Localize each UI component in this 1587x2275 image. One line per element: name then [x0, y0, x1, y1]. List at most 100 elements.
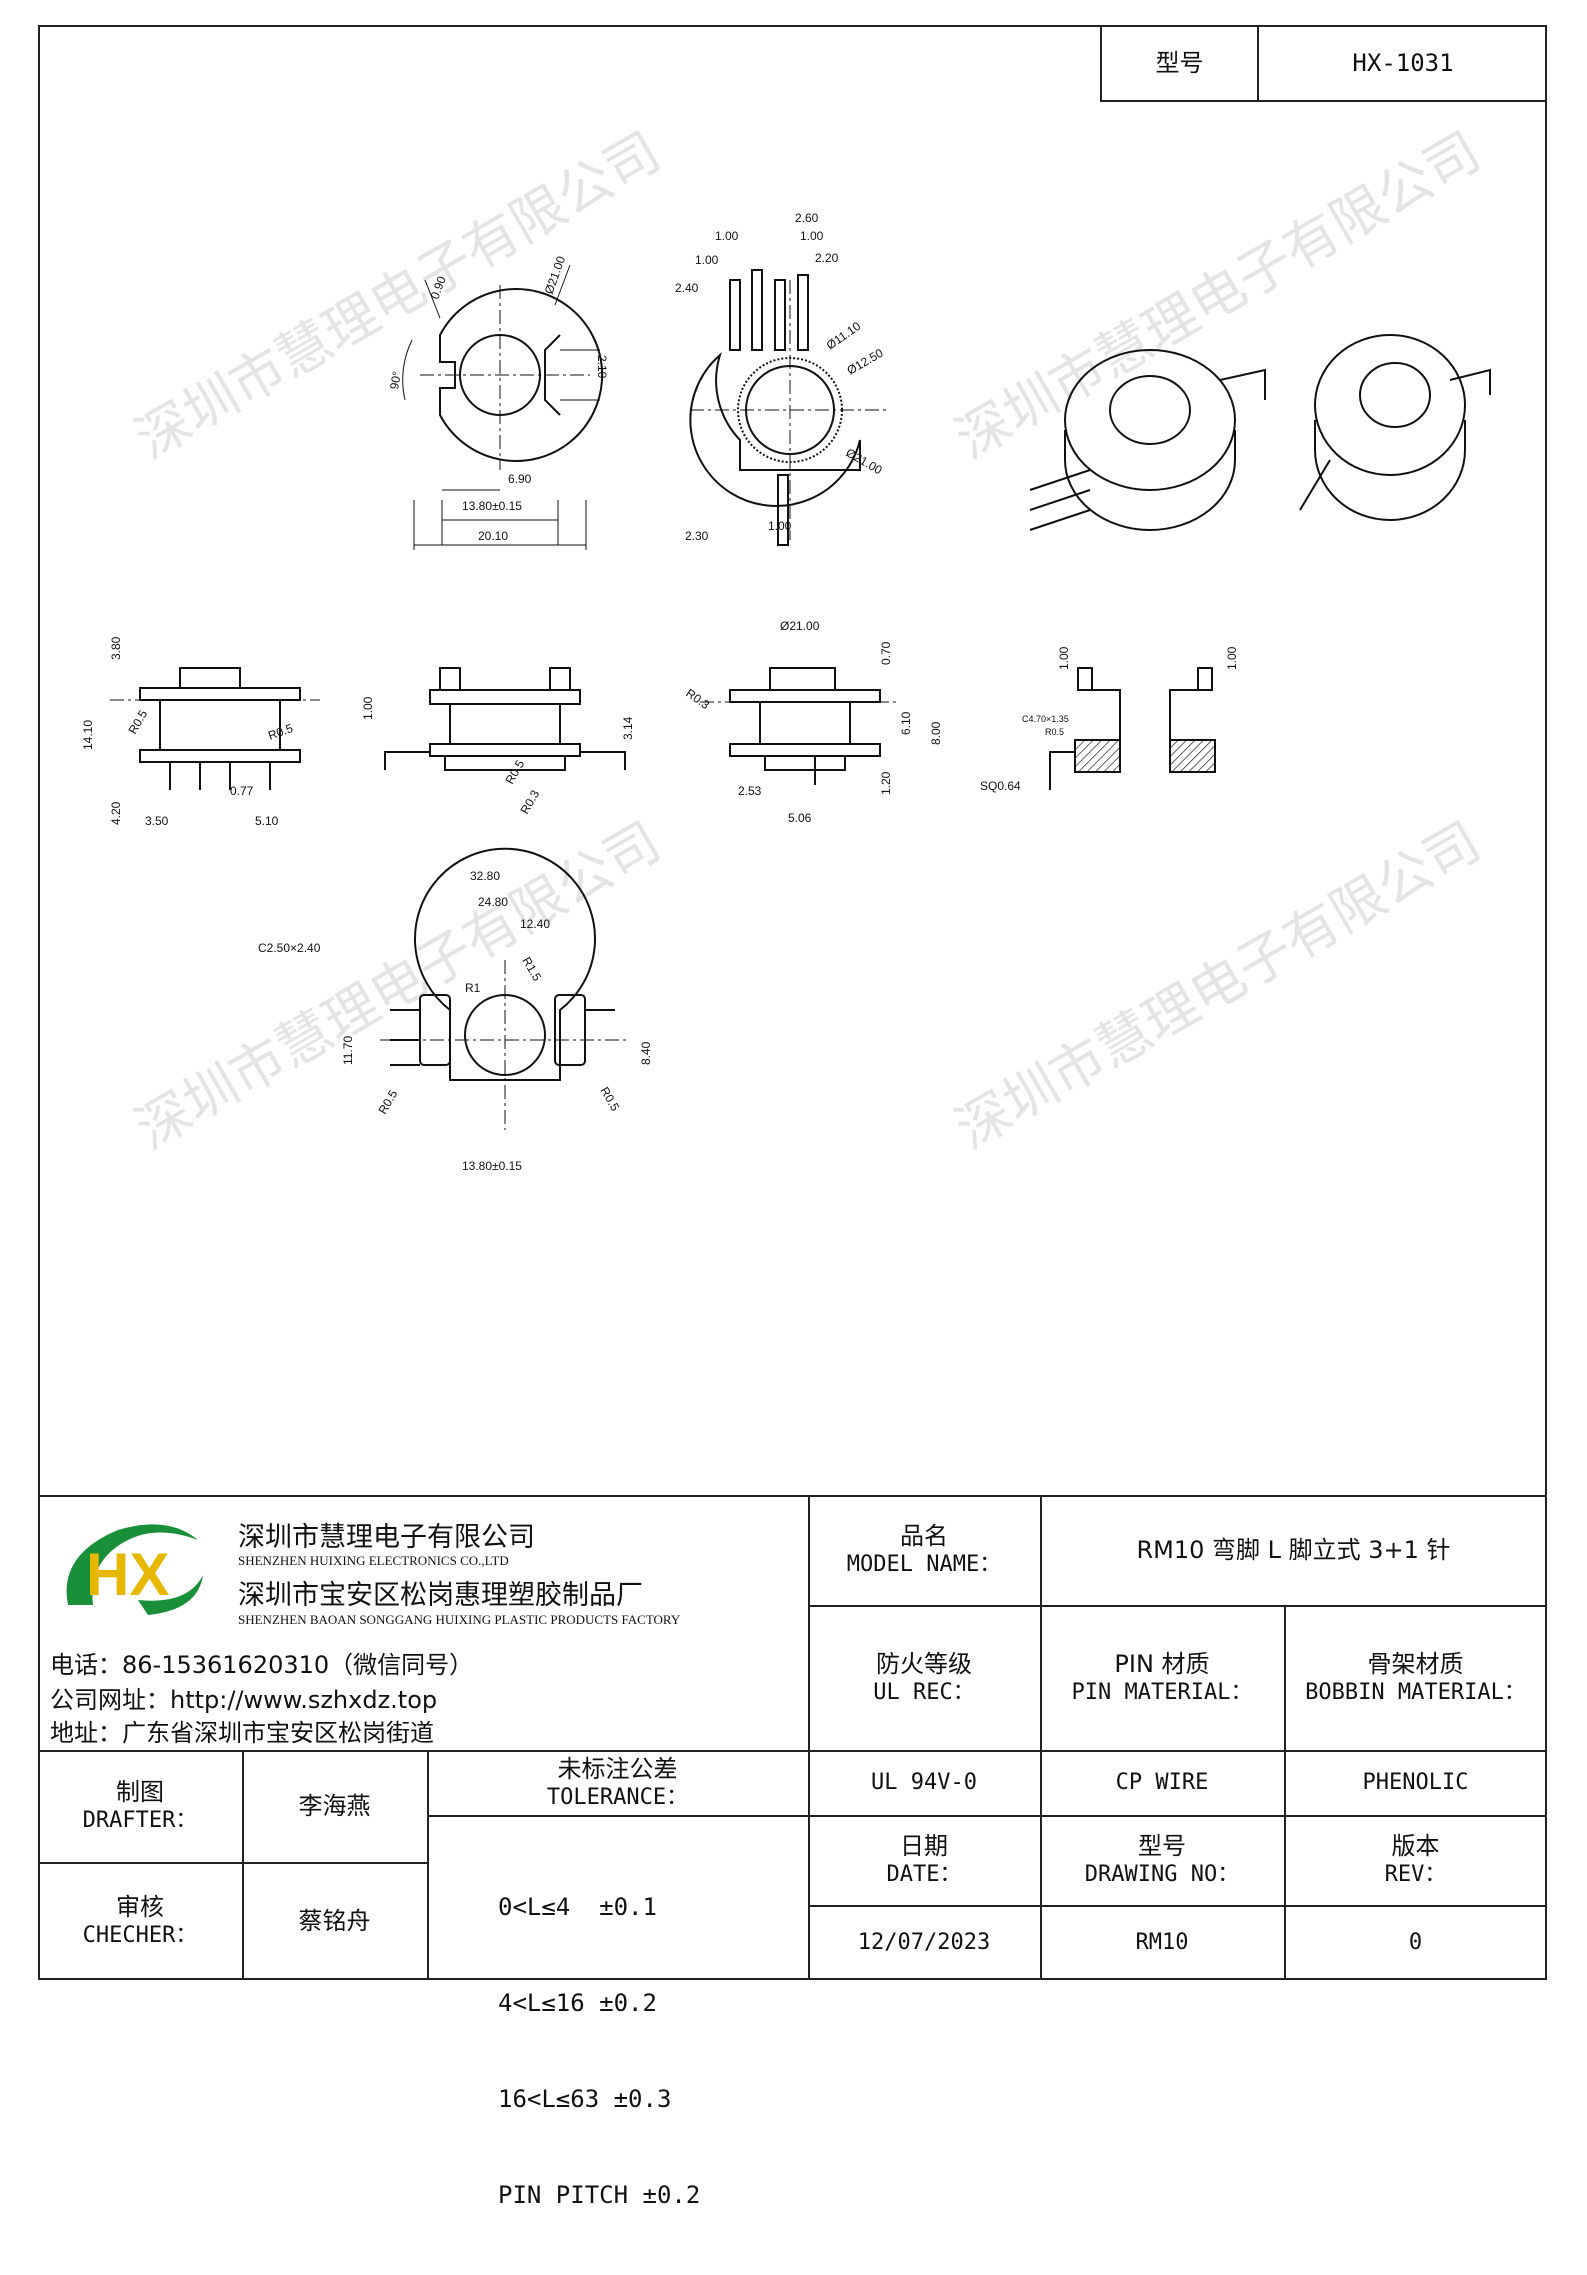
model-name-label: 品名 MODEL NAME：: [808, 1495, 1040, 1605]
dim-text: R0.5: [125, 707, 150, 736]
dim-text: 1.20: [879, 771, 893, 795]
divider: [242, 1750, 244, 1980]
dim-text: 0.77: [230, 784, 254, 798]
ul-rec-label: 防火等级 UL REC：: [808, 1605, 1040, 1750]
drafter-label: 制图 DRAFTER：: [38, 1750, 242, 1862]
dim-text: R1: [465, 981, 481, 995]
rev-label-en: REV：: [1384, 1862, 1447, 1888]
dim-text: 90°: [387, 370, 404, 390]
factory-name-en: SHENZHEN BAOAN SONGGANG HUIXING PLASTIC …: [238, 1612, 681, 1627]
tolerance-label-en: TOLERANCE：: [546, 1784, 689, 1810]
dim-text: 5.10: [255, 814, 279, 828]
dim-text: R0.3: [683, 686, 712, 712]
dim-text: 2.10: [595, 355, 609, 379]
pin-material-label-cn: PIN 材质: [1114, 1649, 1210, 1678]
isometric-view-1: [1029, 349, 1266, 531]
bobbin-material-label-cn: 骨架材质: [1367, 1649, 1464, 1678]
dim-text: R0.5: [1045, 727, 1064, 737]
header-model-label: 型号: [1102, 25, 1259, 100]
pin-material-label: PIN 材质 PIN MATERIAL：: [1040, 1605, 1284, 1750]
pin-material-value: CP WIRE: [1115, 1769, 1209, 1795]
dim-text: 13.80±0.15: [462, 499, 522, 513]
date-label-cn: 日期: [900, 1832, 948, 1861]
drawing-no-label-en: DRAWING NO：: [1084, 1862, 1240, 1888]
model-name-label-en: MODEL NAME：: [846, 1552, 1002, 1578]
dim-text: 3.50: [145, 814, 169, 828]
dim-text: R1.5: [519, 955, 544, 984]
logo-swoosh-icon: [138, 1575, 203, 1615]
dim-text: 8.00: [929, 721, 943, 745]
checker-name: 蔡铭舟: [298, 1907, 371, 1935]
company-website: 公司网址：http://www.szhxdz.top: [50, 1686, 438, 1714]
bobbin-material-value: PHENOLIC: [1362, 1769, 1469, 1795]
divider: [808, 1495, 810, 1980]
dim-text: 8.40: [639, 1041, 653, 1065]
dim-text: 2.53: [738, 784, 762, 798]
header-model-value: HX-1031: [1352, 48, 1454, 77]
drafter-label-cn: 制图: [116, 1778, 164, 1807]
dim-text: 24.80: [478, 895, 508, 909]
bobbin-material-label: 骨架材质 BOBBIN MATERIAL：: [1284, 1605, 1547, 1750]
logo-swoosh-icon: [66, 1524, 198, 1605]
dim-text: R0.3: [517, 787, 542, 816]
company-phone: 电话：86-15361620310（微信同号）: [50, 1651, 474, 1679]
drafter-label-en: DRAFTER：: [82, 1808, 198, 1834]
tolerance-item: 16<L≤63 ±0.3: [498, 2085, 672, 2113]
header-model-box: 型号 HX-1031: [1100, 25, 1547, 102]
drawing-no-label: 型号 DRAWING NO：: [1040, 1815, 1284, 1905]
dim-text: Ø21.00: [542, 254, 569, 296]
top-view: [402, 264, 604, 550]
rev-value: 0: [1408, 1929, 1423, 1955]
tolerance-list: 0<L≤4 ±0.1 4<L≤16 ±0.2 16<L≤63 ±0.3 PIN …: [498, 1827, 798, 2275]
dim-text: 1.00: [768, 519, 792, 533]
dim-text: 1.00: [361, 696, 375, 720]
dim-text: Ø12.50: [845, 346, 886, 378]
dim-text: 13.80±0.15: [462, 1159, 522, 1173]
dim-text: 6.90: [508, 472, 532, 486]
dim-text: R0.5: [502, 757, 527, 786]
dim-text: 20.10: [478, 529, 508, 543]
dim-text: 2.40: [675, 281, 699, 295]
watermark-text: 深圳市慧理电子有限公司: [945, 810, 1491, 1162]
side-view-1: [110, 667, 320, 790]
company-address: 地址：广东省深圳市宝安区松岗街道: [50, 1719, 434, 1747]
checker-label-cn: 审核: [116, 1893, 164, 1922]
dim-text: 1.00: [1225, 646, 1239, 670]
dim-text: R0.5: [375, 1087, 400, 1116]
pin-view: [689, 269, 890, 546]
watermark-text: 深圳市慧理电子有限公司: [125, 810, 671, 1162]
dim-text: 32.80: [470, 869, 500, 883]
rev-label-cn: 版本: [1391, 1832, 1440, 1861]
dim-text: 5.06: [788, 811, 812, 825]
drawing-no-label-cn: 型号: [1138, 1832, 1186, 1861]
model-name-value: RM10 弯脚 L 脚立式 3+1 针: [1136, 1536, 1451, 1564]
dim-text: 0.70: [879, 641, 893, 665]
model-name-label-cn: 品名: [900, 1522, 948, 1551]
company-name-en: SHENZHEN HUIXING ELECTRONICS CO.,LTD: [238, 1553, 509, 1568]
checker-label-en: CHECHER：: [82, 1923, 198, 1949]
tolerance-item: 0<L≤4 ±0.1: [498, 1893, 657, 1921]
drawing-frame: [38, 25, 1547, 1980]
dim-text: 6.10: [899, 711, 913, 735]
checker-label: 审核 CHECHER：: [38, 1862, 242, 1980]
dim-text: C2.50×2.40: [258, 941, 321, 955]
dim-text: 3.80: [109, 636, 123, 660]
bottom-view: [380, 847, 630, 1130]
side-view-3: [700, 667, 900, 785]
isometric-view-2: [1299, 334, 1491, 521]
divider: [808, 1905, 1547, 1907]
watermark-text: 深圳市慧理电子有限公司: [125, 120, 671, 472]
dim-text: C4.70×1.35: [1022, 714, 1069, 724]
drafter-name: 李海燕: [298, 1792, 371, 1820]
divider: [427, 1815, 808, 1817]
divider: [808, 1815, 1547, 1817]
dim-text: 4.20: [109, 801, 123, 825]
side-view-2: [384, 667, 626, 771]
divider: [1040, 1495, 1042, 1980]
factory-name-cn: 深圳市宝安区松岗惠理塑胶制品厂: [238, 1580, 643, 1611]
drawing-no-value: RM10: [1135, 1929, 1189, 1955]
divider: [38, 1750, 1547, 1752]
dim-text: 2.30: [685, 529, 709, 543]
dim-text: Ø21.00: [780, 619, 820, 633]
ul-rec-label-cn: 防火等级: [876, 1649, 972, 1678]
